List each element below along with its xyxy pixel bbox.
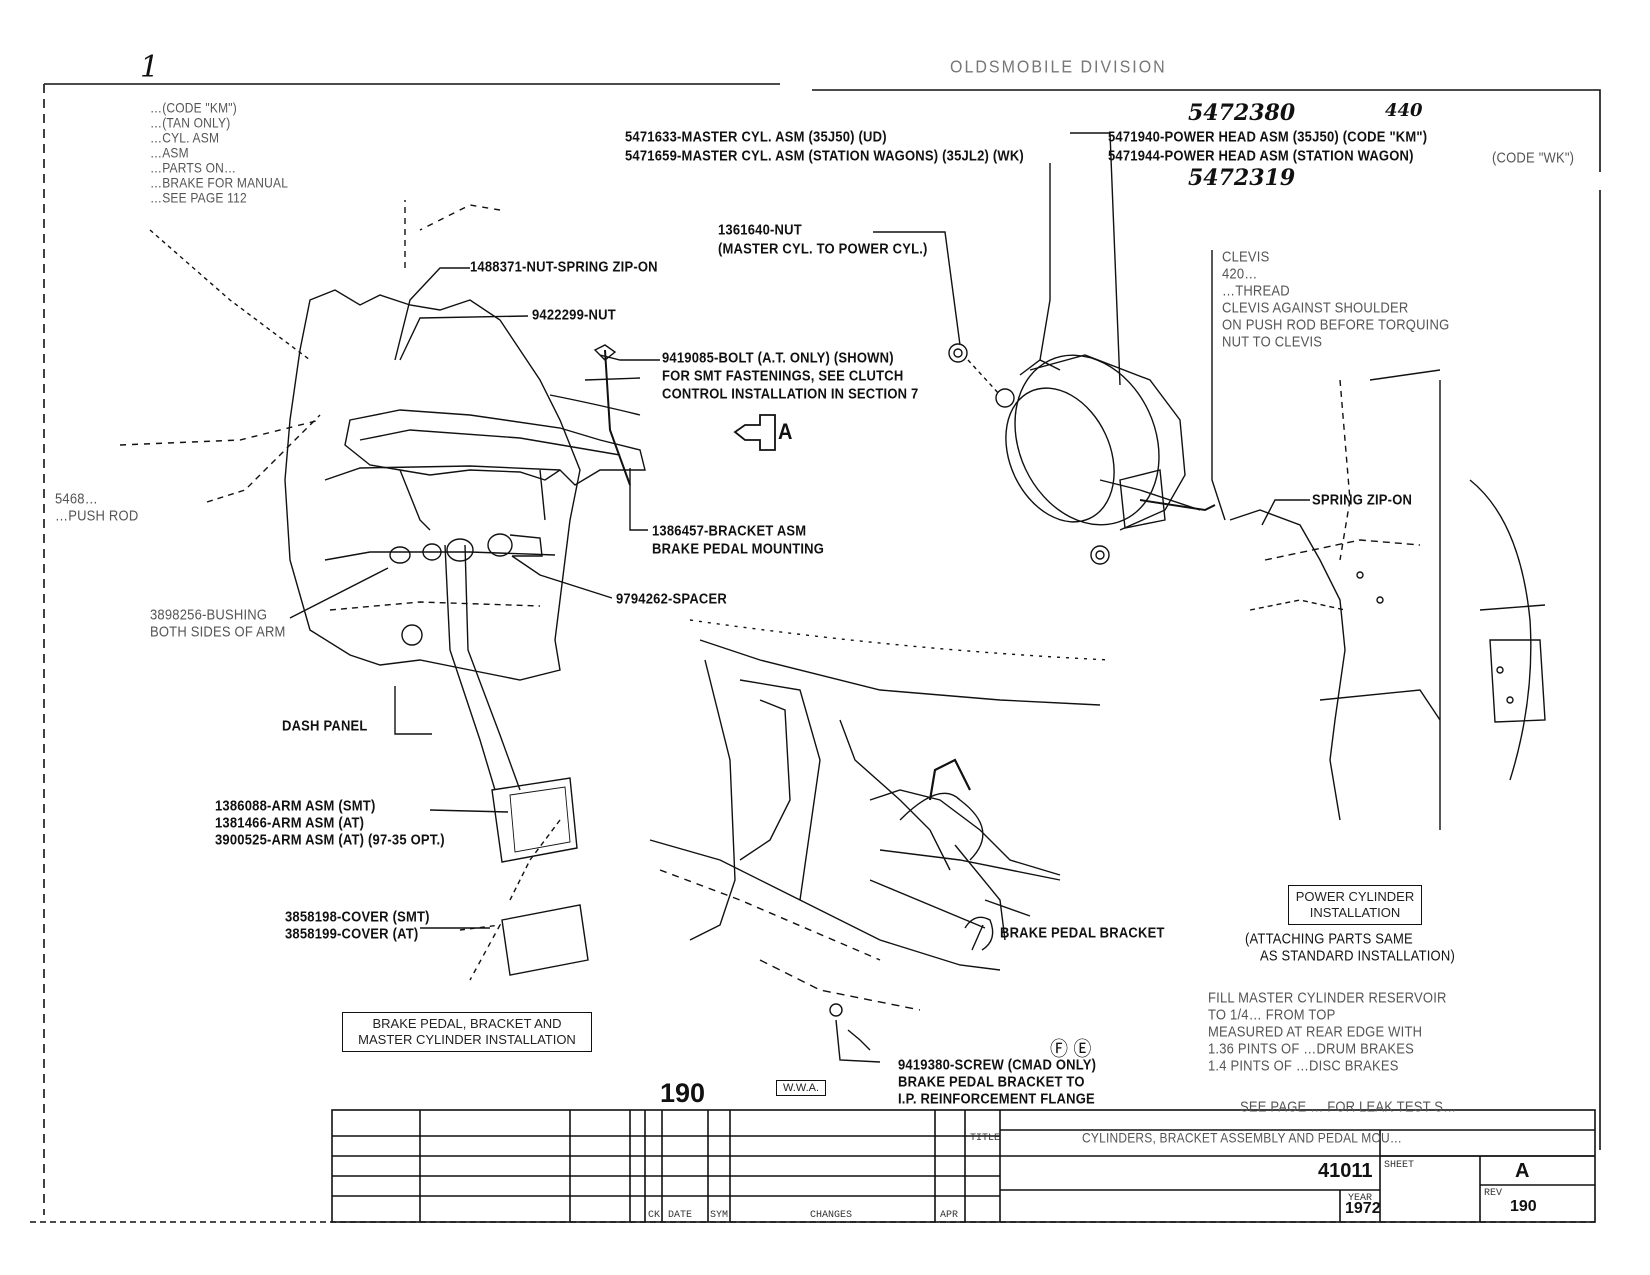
sheet-number: 190	[1510, 1198, 1537, 1215]
col-date: DATE	[668, 1210, 693, 1221]
note-line: …(CODE "KM")	[150, 100, 237, 116]
box-line: BRAKE PEDAL, BRACKET AND	[372, 1016, 562, 1031]
handwritten-mark: 1	[140, 50, 160, 85]
callout-nut-spring: 1488371-NUT-SPRING ZIP-ON	[470, 258, 658, 275]
firewall-detail	[1229, 369, 1546, 830]
note-line: …BRAKE FOR MANUAL	[150, 175, 289, 191]
fill-note-line: TO 1/4… FROM TOP	[1208, 1006, 1336, 1023]
callout-brake-pedal-bracket: BRAKE PEDAL BRACKET	[1000, 924, 1165, 941]
callout-bushing-desc: BOTH SIDES OF ARM	[150, 623, 286, 640]
fill-note-line: MEASURED AT REAR EDGE WITH	[1208, 1023, 1423, 1040]
note-line: …PARTS ON…	[150, 160, 237, 176]
top-left-notes: …(CODE "KM") …(TAN ONLY) …CYL. ASM …ASM …	[150, 100, 289, 206]
handwritten-part-number: 5472380	[1188, 100, 1296, 126]
lower-bracket-detail	[649, 639, 1101, 1063]
callout-arm-at-opt: 3900525-ARM ASM (AT) (97-35 OPT.)	[215, 831, 445, 848]
power-cylinder-subtitle: (ATTACHING PARTS SAME	[1245, 930, 1413, 947]
detail-separator	[689, 619, 1111, 661]
callout-bolt-note: CONTROL INSTALLATION IN SECTION 7	[662, 385, 919, 402]
callout-power-head-wagon: 5471944-POWER HEAD ASM (STATION WAGON)	[1108, 147, 1414, 164]
col-sym: SYM	[710, 1210, 729, 1221]
col-changes: CHANGES	[810, 1210, 853, 1221]
power-cylinder-subtitle: AS STANDARD INSTALLATION)	[1260, 947, 1455, 964]
drawing-number: 41011	[1318, 1160, 1373, 1182]
leak-test-note: SEE PAGE … FOR LEAK TEST S…	[1240, 1098, 1457, 1115]
clevis-note: ON PUSH ROD BEFORE TORQUING	[1222, 316, 1450, 333]
handwritten-suffix: 440	[1385, 100, 1423, 121]
power-cylinder-booster	[948, 343, 1216, 565]
view-a-label: A	[778, 420, 793, 445]
col-apr: APR	[940, 1210, 959, 1221]
fill-note-line: 1.4 PINTS OF …DISC BRAKES	[1208, 1057, 1399, 1074]
fe-markers: Ⓕ Ⓔ	[1050, 1037, 1092, 1060]
clevis-note: NUT TO CLEVIS	[1222, 333, 1323, 350]
fill-note-line: FILL MASTER CYLINDER RESERVOIR	[1208, 989, 1447, 1006]
drawing-title: CYLINDERS, BRACKET ASSEMBLY AND PEDAL MO…	[1082, 1130, 1403, 1146]
callout-pushrod-desc: …PUSH ROD	[55, 507, 139, 524]
fill-note-line: 1.36 PINTS OF …DRUM BRAKES	[1208, 1040, 1415, 1057]
division-banner: OLDSMOBILE DIVISION	[950, 58, 1167, 78]
box-line: POWER CYLINDER	[1295, 889, 1415, 904]
year-label: YEAR	[1348, 1193, 1373, 1204]
note-line: …ASM	[150, 145, 189, 161]
callout-pushrod: 5468…	[55, 490, 98, 507]
callout-bracket: 1386457-BRACKET ASM	[652, 522, 807, 539]
clevis-note: CLEVIS AGAINST SHOULDER	[1222, 299, 1409, 316]
box-line: INSTALLATION	[1309, 905, 1401, 920]
callout-cover-at: 3858199-COVER (AT)	[285, 925, 419, 942]
callout-arm-at: 1381466-ARM ASM (AT)	[215, 814, 365, 831]
callout-screw-desc: I.P. REINFORCEMENT FLANGE	[898, 1090, 1095, 1107]
callout-screw-desc: BRAKE PEDAL BRACKET TO	[898, 1073, 1085, 1090]
callout-bolt: 9419085-BOLT (A.T. ONLY) (SHOWN)	[662, 349, 894, 366]
title-block-grid	[331, 1109, 1596, 1223]
power-cylinder-title-box: POWER CYLINDER INSTALLATION	[1288, 885, 1422, 925]
dash-panel-outline	[284, 289, 581, 681]
callout-arm-smt: 1386088-ARM ASM (SMT)	[215, 797, 376, 814]
callout-cover-smt: 3858198-COVER (SMT)	[285, 908, 430, 925]
clevis-note: …THREAD	[1222, 282, 1290, 299]
note-line: …CYL. ASM	[150, 130, 220, 146]
handwritten-part-number: 5472319	[1188, 165, 1296, 191]
title-label: TITLE	[970, 1133, 1001, 1144]
callout-master-cyl: 5471633-MASTER CYL. ASM (35J50) (UD)	[625, 128, 887, 145]
callout-power-head-code: (CODE "WK")	[1492, 149, 1575, 166]
callout-screw: 9419380-SCREW (CMAD ONLY)	[898, 1056, 1097, 1073]
callout-nut-9422299: 9422299-NUT	[532, 306, 616, 323]
note-line: …SEE PAGE 112	[150, 190, 247, 206]
pivot-bushings	[389, 533, 543, 564]
callout-bushing: 3898256-BUSHING	[150, 606, 268, 623]
col-ck: CK	[648, 1210, 661, 1221]
callout-nut-mc-desc: (MASTER CYL. TO POWER CYL.)	[718, 240, 928, 257]
callout-spring-zip: SPRING ZIP-ON	[1312, 491, 1413, 508]
callout-nut-mc: 1361640-NUT	[718, 221, 802, 238]
clevis-note: 420…	[1222, 265, 1258, 282]
model-year: 1972	[1345, 1200, 1381, 1217]
power-head-leaders	[873, 132, 1310, 526]
fill-reservoir-note: FILL MASTER CYLINDER RESERVOIR TO 1/4… F…	[1208, 988, 1447, 1074]
pedal-bracket-assembly	[344, 344, 646, 531]
callout-master-cyl-wagon: 5471659-MASTER CYL. ASM (STATION WAGONS)…	[625, 147, 1024, 164]
callout-dash-panel: DASH PANEL	[282, 717, 368, 734]
note-line: …(TAN ONLY)	[150, 115, 231, 131]
clevis-note: CLEVIS	[1222, 248, 1270, 265]
callout-spacer: 9794262-SPACER	[616, 590, 727, 607]
callout-power-head: 5471940-POWER HEAD ASM (35J50) (CODE "KM…	[1108, 128, 1428, 145]
brake-pedal-arm	[444, 544, 589, 981]
left-callout-leaders	[119, 200, 660, 929]
wwa-stamp: W.W.A.	[776, 1080, 827, 1096]
view-a-arrow-icon	[733, 414, 776, 451]
box-line: MASTER CYLINDER INSTALLATION	[358, 1032, 576, 1047]
sheet-label: SHEET	[1384, 1160, 1415, 1171]
callout-bolt-note: FOR SMT FASTENINGS, SEE CLUTCH	[662, 367, 904, 384]
revision-letter: A	[1515, 1160, 1530, 1182]
callout-bracket-desc: BRAKE PEDAL MOUNTING	[652, 540, 825, 557]
rev-label: REV	[1484, 1188, 1503, 1199]
page-number: 190	[660, 1078, 706, 1108]
brake-installation-title-box: BRAKE PEDAL, BRACKET AND MASTER CYLINDER…	[342, 1012, 592, 1052]
